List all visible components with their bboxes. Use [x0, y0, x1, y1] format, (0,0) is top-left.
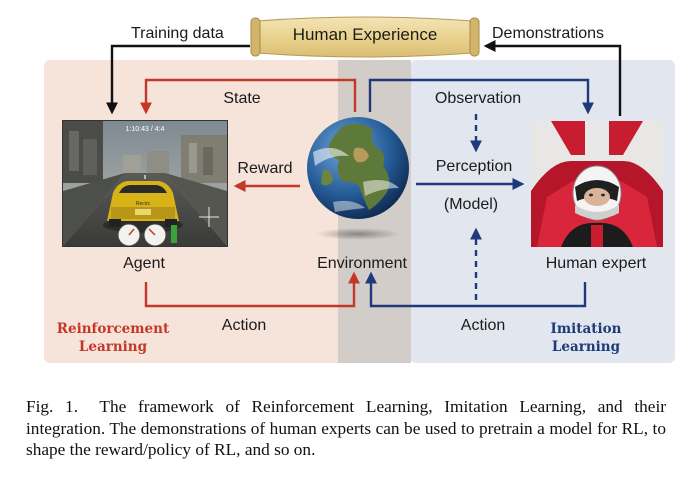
car-plate-text: Recirc: [136, 201, 151, 207]
earth-globe: [303, 112, 414, 242]
speedometer-gauges: [117, 223, 167, 246]
figure-label: Fig. 1.: [26, 397, 79, 416]
imitation-learning-title: Imitation Learning: [536, 320, 636, 356]
reinforcement-learning-title: Reinforcement Learning: [48, 320, 178, 356]
yellow-race-car: [103, 181, 183, 233]
figure-caption: Fig. 1. The framework of Reinforcement L…: [26, 396, 666, 461]
racing-game-screenshot: 1:10:43 / 4:4 Recirc: [62, 120, 228, 247]
demonstrations-arrow: [483, 40, 622, 116]
observation-arrow: [368, 78, 594, 115]
action-label-il: Action: [460, 317, 506, 334]
rl-title-line1: Reinforcement: [56, 321, 170, 337]
il-title-line2: Learning: [551, 339, 621, 355]
training-data-label: Training data: [131, 25, 224, 42]
demonstrations-label: Demonstrations: [492, 25, 605, 42]
action-label-rl: Action: [221, 317, 267, 334]
human-experience-scroll: [250, 16, 480, 58]
state-label: State: [223, 90, 261, 107]
environment-label: Environment: [317, 255, 407, 272]
action-arrow-rl: [144, 271, 360, 308]
human-expert-racer-photo: [531, 121, 663, 247]
driver-helmet: [572, 165, 622, 221]
observation-label: Observation: [434, 90, 522, 107]
agent-label: Agent: [123, 255, 165, 272]
human-experience-title: Human Experience: [292, 25, 438, 44]
il-title-line1: Imitation: [550, 321, 622, 337]
game-hud-text: 1:10:43 / 4:4: [126, 126, 165, 133]
human-expert-label: Human expert: [545, 255, 647, 272]
model-label: (Model): [443, 196, 499, 213]
reward-label: Reward: [237, 160, 293, 177]
state-arrow: [140, 78, 357, 115]
rl-title-line2: Learning: [78, 339, 148, 355]
perception-label: Perception: [435, 158, 513, 175]
caption-text: The framework of Reinforcement Learning,…: [26, 397, 666, 459]
action-arrow-il: [365, 271, 587, 308]
training-data-arrow: [106, 44, 250, 115]
